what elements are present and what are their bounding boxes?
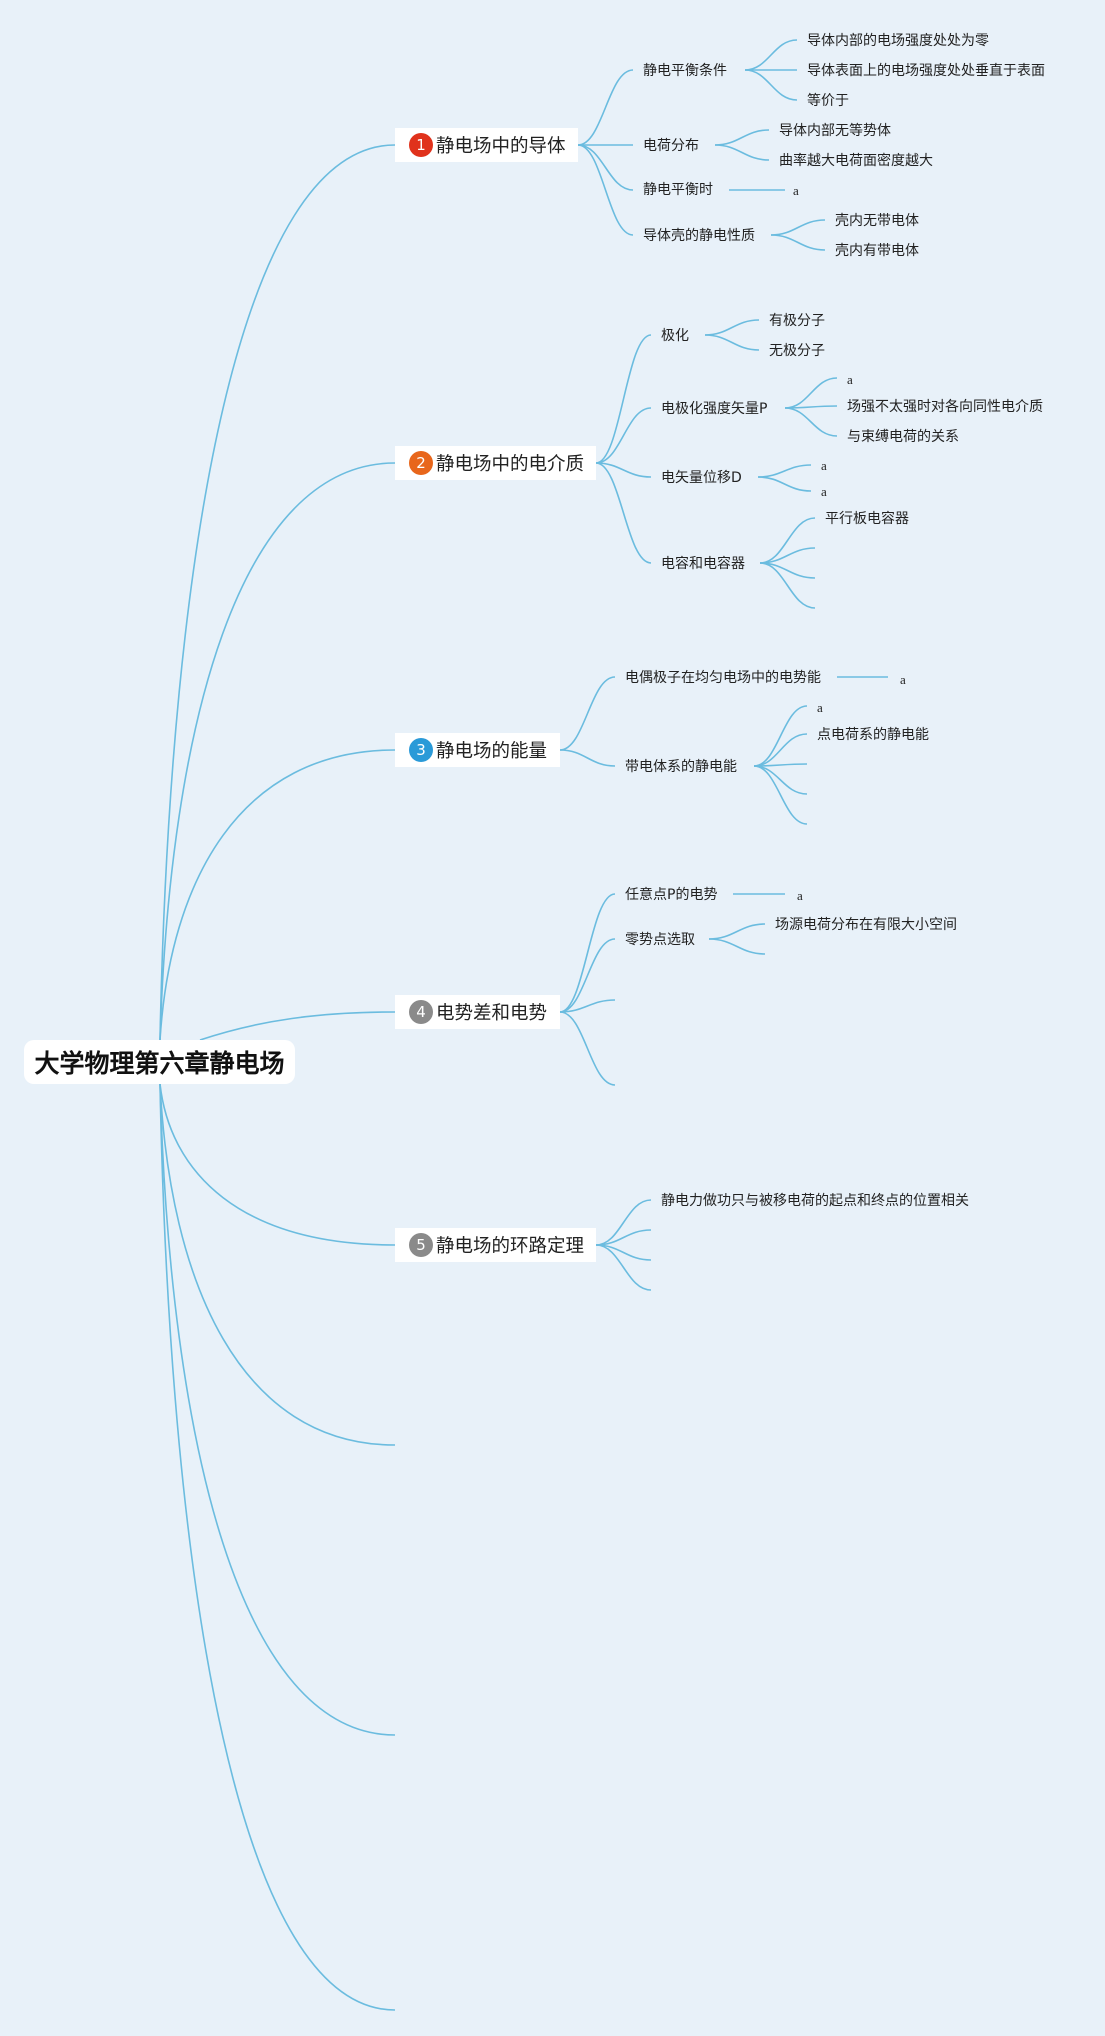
- leaf-topic[interactable]: a: [847, 372, 853, 387]
- branch-title: 静电场中的电介质: [436, 454, 585, 475]
- connector-curve: [559, 1011, 616, 1086]
- connector-curve: [704, 319, 760, 336]
- branch-title: 静电场中的导体: [436, 136, 566, 157]
- connector-curve: [753, 765, 808, 825]
- root-connector: [159, 1083, 396, 1446]
- connector-curve: [714, 129, 770, 146]
- root-connector: [159, 144, 396, 1041]
- connector-curve: [757, 476, 812, 492]
- root-connector: [199, 1011, 396, 1041]
- connector-curve: [595, 462, 652, 478]
- connector-curve: [753, 733, 808, 767]
- connector-curve: [753, 765, 808, 795]
- connector-curve: [595, 407, 652, 464]
- connector-curve: [708, 923, 766, 940]
- subtopic-capacitance[interactable]: 电容和电容器: [661, 556, 745, 572]
- connector-curve: [559, 999, 616, 1013]
- number-badge-icon: 2: [409, 451, 433, 475]
- connector-curve: [595, 334, 652, 464]
- connector-curve: [595, 1244, 652, 1291]
- subtopic-polarization[interactable]: 极化: [661, 328, 689, 344]
- leaf-topic[interactable]: 平行板电容器: [825, 511, 909, 527]
- connector-curve: [770, 234, 826, 251]
- connector-curve: [757, 464, 812, 478]
- connector-curve: [714, 144, 770, 161]
- connector-curve: [759, 517, 816, 564]
- leaf-topic[interactable]: 场强不太强时对各向同性电介质: [847, 399, 1043, 415]
- branch-topic-1[interactable]: 1 静电场中的导体: [395, 128, 578, 162]
- branch-topic-5[interactable]: 5 静电场的环路定理: [395, 1228, 596, 1262]
- connector-curve: [577, 144, 634, 236]
- branch-title: 电势差和电势: [436, 1003, 548, 1024]
- leaf-topic[interactable]: a: [817, 700, 823, 715]
- connector-curve: [759, 562, 816, 609]
- connector-curve: [559, 938, 616, 1013]
- connector-curve: [559, 893, 616, 1013]
- number-badge-icon: 3: [409, 738, 433, 762]
- subtopic-static-equilibrium-time[interactable]: 静电平衡时: [643, 182, 713, 198]
- branch-title: 静电场的环路定理: [436, 1236, 585, 1257]
- connector-curve: [577, 144, 634, 191]
- leaf-topic[interactable]: a: [900, 672, 906, 687]
- subtopic-potential-at-p[interactable]: 任意点P的电势: [625, 887, 718, 903]
- branch-topic-2[interactable]: 2 静电场中的电介质: [395, 446, 596, 480]
- root-topic[interactable]: 大学物理第六章静电场: [24, 1040, 295, 1084]
- branch-title: 静电场的能量: [436, 741, 548, 762]
- leaf-topic[interactable]: 壳内无带电体: [835, 213, 919, 229]
- subtopic-conductor-shell[interactable]: 导体壳的静电性质: [643, 228, 755, 244]
- subtopic-system-energy[interactable]: 带电体系的静电能: [625, 759, 737, 775]
- number-badge-icon: 4: [409, 1000, 433, 1024]
- leaf-topic[interactable]: 场源电荷分布在有限大小空间: [775, 917, 957, 933]
- leaf-topic[interactable]: 有极分子: [769, 313, 825, 329]
- connector-curve: [704, 334, 760, 351]
- leaf-topic[interactable]: a: [821, 458, 827, 473]
- leaf-topic[interactable]: 等价于: [807, 93, 849, 109]
- subtopic-static-equilibrium-condition[interactable]: 静电平衡条件: [643, 63, 727, 79]
- connector-curve: [708, 938, 766, 955]
- branch-topic-3[interactable]: 3 静电场的能量: [395, 733, 560, 767]
- branch-topic-4[interactable]: 4 电势差和电势: [395, 995, 560, 1029]
- connector-curve: [559, 676, 616, 751]
- leaf-topic[interactable]: 曲率越大电荷面密度越大: [779, 153, 933, 169]
- leaf-topic[interactable]: 与束缚电荷的关系: [847, 429, 959, 445]
- subtopic-polarization-vector[interactable]: 电极化强度矢量P: [661, 401, 768, 417]
- leaf-topic[interactable]: 无极分子: [769, 343, 825, 359]
- root-connector: [159, 1083, 396, 1246]
- subtopic-zero-potential[interactable]: 零势点选取: [625, 932, 695, 948]
- connector-curve: [784, 377, 838, 409]
- connector-curve: [744, 39, 798, 71]
- subtopic-work-path-independent[interactable]: 静电力做功只与被移电荷的起点和终点的位置相关: [661, 1193, 969, 1209]
- leaf-topic[interactable]: a: [793, 183, 799, 198]
- root-connector: [159, 749, 396, 1041]
- leaf-topic[interactable]: 点电荷系的静电能: [817, 727, 929, 743]
- connector-curve: [595, 462, 652, 564]
- subtopic-charge-distribution[interactable]: 电荷分布: [643, 138, 699, 154]
- leaf-topic[interactable]: 导体内部无等势体: [779, 123, 891, 139]
- connector-curve: [744, 69, 798, 101]
- leaf-topic[interactable]: a: [821, 484, 827, 499]
- leaf-topic[interactable]: a: [797, 888, 803, 903]
- connector-curve: [595, 1199, 652, 1246]
- number-badge-icon: 1: [409, 133, 433, 157]
- connector-curve: [559, 749, 616, 767]
- connector-curve: [784, 407, 838, 437]
- subtopic-displacement-vector[interactable]: 电矢量位移D: [661, 470, 742, 486]
- connector-curve: [770, 219, 826, 236]
- root-connector: [159, 462, 396, 1041]
- leaf-topic[interactable]: 壳内有带电体: [835, 243, 919, 259]
- leaf-topic[interactable]: 导体表面上的电场强度处处垂直于表面: [807, 63, 1045, 79]
- connector-curve: [753, 705, 808, 767]
- connector-curve: [577, 69, 634, 146]
- subtopic-dipole-energy[interactable]: 电偶极子在均匀电场中的电势能: [625, 670, 821, 686]
- root-connector: [159, 1083, 396, 1736]
- root-connector: [159, 1083, 396, 2011]
- leaf-topic[interactable]: 导体内部的电场强度处处为零: [807, 33, 989, 49]
- number-badge-icon: 5: [409, 1233, 433, 1257]
